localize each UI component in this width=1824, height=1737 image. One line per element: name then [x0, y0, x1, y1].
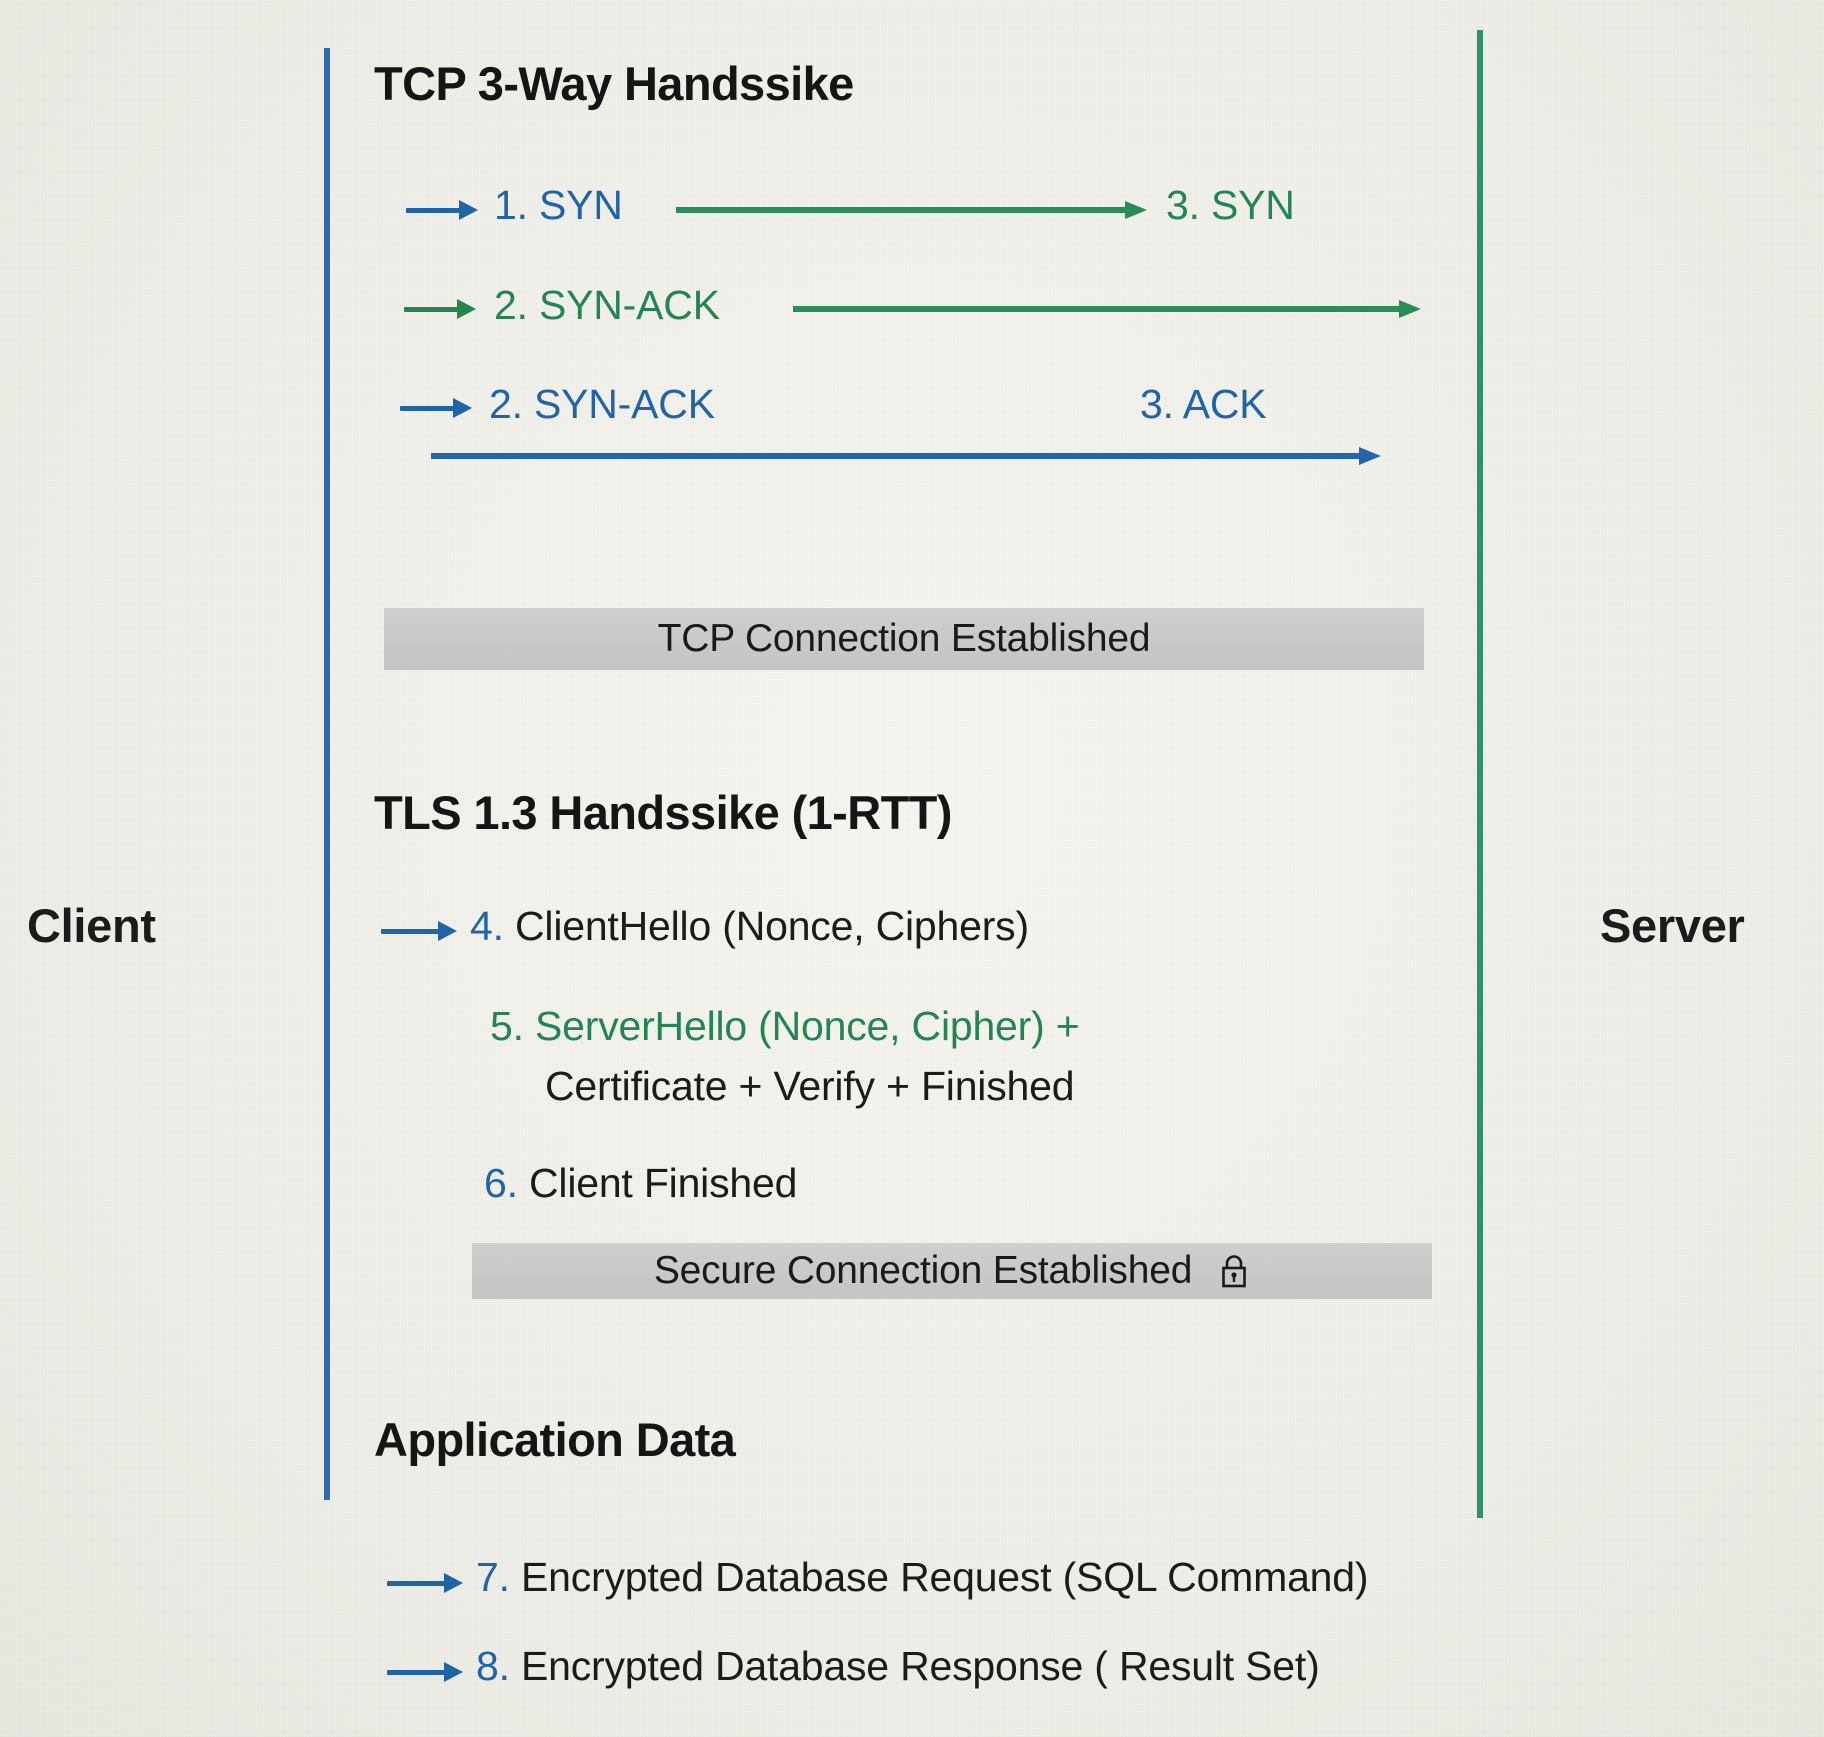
arrow-tcp-1 [406, 200, 478, 220]
banner-secure-established: Secure Connection Established [472, 1243, 1432, 1299]
arrow-app-8 [387, 1662, 463, 1682]
msg-tls-6: 6. Client Finished [484, 1160, 797, 1207]
msg-app-7-number: 7. [476, 1554, 510, 1600]
section-title-app: Application Data [374, 1413, 736, 1466]
arrow-head [1125, 201, 1147, 219]
msg-tls-6-text: Client Finished [529, 1160, 798, 1206]
server-label: Server [1600, 899, 1745, 952]
arrow-shaft [400, 406, 455, 411]
msg-tls-5: 5. ServerHello (Nonce, Cipher) + [490, 1003, 1080, 1050]
msg-tls-4-number: 4. [470, 903, 504, 949]
arrow-head [457, 299, 476, 319]
arrow-shaft [404, 307, 459, 312]
msg-app-7-text: Encrypted Database Request (SQL Command) [521, 1554, 1369, 1600]
msg-app-8-text: Encrypted Database Response ( Result Set… [521, 1643, 1320, 1689]
client-label: Client [27, 899, 156, 952]
banner-tcp-text: TCP Connection Established [657, 617, 1151, 660]
arrow-shaft [676, 207, 1127, 213]
msg-tcp-3-left: 2. SYN-ACK [489, 381, 715, 427]
arrow-head [459, 200, 478, 220]
arrow-shaft [387, 1670, 446, 1675]
msg-app-8: 8. Encrypted Database Response ( Result … [476, 1643, 1320, 1690]
msg-tls-4: 4. ClientHello (Nonce, Ciphers) [470, 903, 1029, 950]
arrow-shaft [793, 306, 1401, 312]
arrow-shaft [406, 208, 461, 213]
arrow-shaft [387, 1581, 446, 1586]
msg-tls-5-number: 5. [490, 1003, 524, 1049]
section-title-tls: TLS 1.3 Handssike (1-RTT) [374, 786, 952, 839]
server-lifeline [1477, 30, 1483, 1518]
connector-tcp-1 [676, 201, 1147, 219]
msg-tcp-2-left: 2. SYN-ACK [494, 282, 720, 328]
arrow-tls-4 [381, 921, 457, 941]
arrow-head [1359, 447, 1381, 465]
arrow-head [1399, 300, 1421, 318]
arrow-shaft [431, 453, 1361, 459]
banner-tls-text: Secure Connection Established [653, 1249, 1193, 1292]
msg-tcp-1-right: 3. SYN [1166, 182, 1295, 228]
msg-tls-6-number: 6. [484, 1160, 518, 1206]
arrow-head [444, 1662, 463, 1682]
msg-tcp-1-left: 1. SYN [494, 182, 623, 228]
msg-app-8-number: 8. [476, 1643, 510, 1689]
connector-tcp-2 [793, 300, 1421, 318]
arrow-app-7 [387, 1573, 463, 1593]
arrow-tcp-2 [404, 299, 476, 319]
msg-tls-5-continuation: Certificate + Verify + Finished [545, 1063, 1075, 1109]
arrow-tcp-3 [400, 398, 472, 418]
arrow-head [438, 921, 457, 941]
banner-tcp-established: TCP Connection Established [384, 608, 1424, 670]
arrow-head [453, 398, 472, 418]
msg-tls-5-text: ServerHello (Nonce, Cipher) + [535, 1003, 1080, 1049]
arrow-shaft [381, 929, 440, 934]
section-title-tcp: TCP 3-Way Handssike [374, 57, 854, 110]
msg-tls-4-text: ClientHello (Nonce, Ciphers) [515, 903, 1029, 949]
client-lifeline [324, 48, 330, 1500]
arrow-head [444, 1573, 463, 1593]
msg-tcp-3-right: 3. ACK [1140, 381, 1267, 427]
connector-tcp-3 [431, 447, 1381, 465]
lock-icon [1218, 1253, 1250, 1289]
msg-app-7: 7. Encrypted Database Request (SQL Comma… [476, 1554, 1369, 1601]
